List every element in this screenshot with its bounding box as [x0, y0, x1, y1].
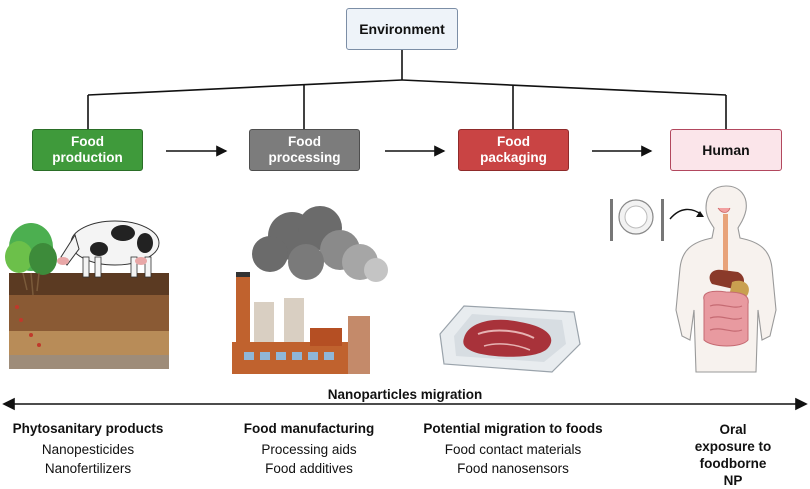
tree-right-line — [401, 79, 727, 96]
column-heading-oral-exposure: Oral exposure to foodborne NP — [694, 422, 772, 488]
tree-left-line — [87, 79, 403, 96]
human-digestive-icon — [675, 185, 777, 373]
migration-arrow — [2, 397, 808, 411]
column-heading-manufacturing: Food manufacturing — [243, 421, 375, 436]
human-box: Human — [670, 129, 782, 171]
tree-lines — [87, 50, 727, 129]
column-heading-phytosanitary: Phytosanitary products — [12, 421, 164, 436]
migration-label: Nanoparticles migration — [327, 387, 483, 402]
food-packaging-box: Food packaging — [458, 129, 569, 171]
environment-box: Environment — [346, 8, 458, 50]
plate-cutlery-icon — [610, 199, 664, 241]
column-item: Food additives — [265, 461, 353, 476]
food-production-box: Food production — [32, 129, 143, 171]
packaged-meat-icon — [439, 305, 581, 373]
column-item: Processing aids — [261, 442, 357, 457]
food-processing-box: Food processing — [249, 129, 360, 171]
column-item: Food contact materials — [444, 442, 582, 457]
farm-soil-cow-icon — [5, 220, 169, 369]
column-heading-migration: Potential migration to foods — [423, 421, 603, 436]
column-item: Nanopesticides — [41, 442, 135, 457]
factory-smoke-icon — [232, 206, 388, 374]
column-item: Nanofertilizers — [44, 461, 132, 476]
connector-lines — [2, 50, 808, 411]
arrow-to-mouth-icon — [669, 208, 704, 220]
diagram-canvas: Environment Food production Food process… — [2, 8, 808, 488]
column-item: Food nanosensors — [457, 461, 569, 476]
